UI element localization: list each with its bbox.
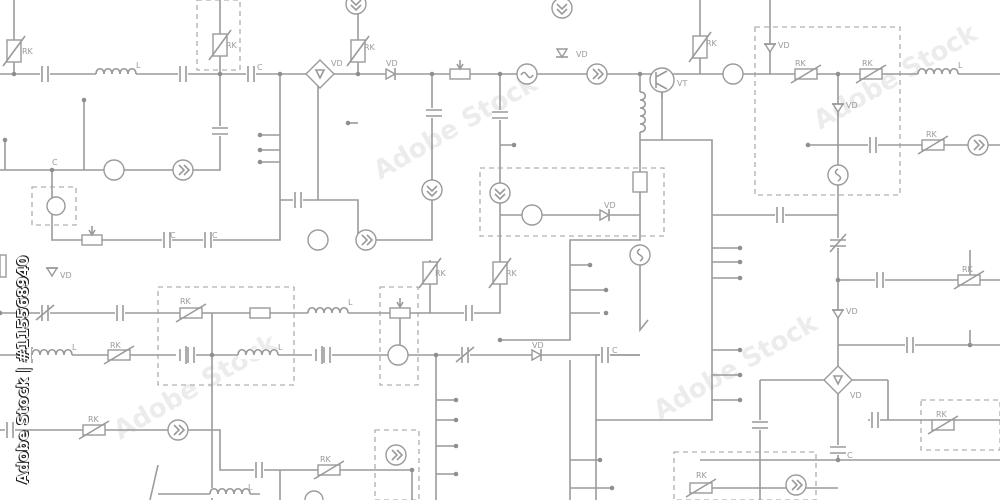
component-label-l: L <box>958 61 963 70</box>
component-label-vd: VD <box>576 50 588 59</box>
component-label-vt: VT <box>677 79 687 88</box>
component-label-vd: VD <box>846 101 858 110</box>
component-label-rk: RK <box>180 297 192 306</box>
component-label-vd: VD <box>331 59 343 68</box>
component-label-rk: RK <box>320 455 332 464</box>
transistor-symbol <box>649 67 675 98</box>
resistor-symbol <box>0 29 985 498</box>
stock-watermark: Adobe Stock | #115568940 <box>8 250 36 490</box>
component-label-l: L <box>136 61 141 70</box>
component-label-c: C <box>212 231 218 240</box>
source-circle-symbol <box>46 0 989 500</box>
component-label-rk: RK <box>862 59 874 68</box>
diode-bridge-symbol <box>305 59 853 395</box>
component-label-l: L <box>278 343 283 352</box>
component-label-rk: RK <box>926 130 938 139</box>
component-label-rk: RK <box>696 471 708 480</box>
component-label-l: L <box>248 483 253 492</box>
component-label-rk: RK <box>88 415 100 424</box>
component-label-l: L <box>348 298 353 307</box>
watermark-text: Adobe Stock | #115568940 <box>14 255 32 484</box>
component-label-rk: RK <box>435 269 447 278</box>
diode-symbol <box>45 43 845 362</box>
component-label-rk: RK <box>506 269 518 278</box>
svg-text:Adobe Stock: Adobe Stock <box>649 308 824 426</box>
capacitor-symbol <box>5 66 915 478</box>
component-label-rk: RK <box>364 43 376 52</box>
component-label-c: C <box>52 158 58 167</box>
component-label-rk: RK <box>110 341 122 350</box>
component-label-rk: RK <box>706 39 718 48</box>
variable-capacitor-symbol <box>35 233 847 363</box>
component-label-vd: VD <box>778 41 790 50</box>
svg-text:Adobe Stock: Adobe Stock <box>109 328 284 446</box>
component-label-vd: VD <box>60 271 72 280</box>
inductor-symbol <box>31 67 959 498</box>
component-label-vd: VD <box>386 59 398 68</box>
component-label-rk: RK <box>962 265 974 274</box>
component-label-rk: RK <box>795 59 807 68</box>
component-label-rk: RK <box>936 410 948 419</box>
component-label-rk: RK <box>226 41 238 50</box>
component-label-vd: VD <box>846 307 858 316</box>
junction-dots <box>0 71 973 491</box>
component-label-c: C <box>847 451 853 460</box>
component-labels: RK RK RK RK RK RK RK RK RK RK RK RK RK RK RK RK VD VD VD VD… <box>22 39 974 492</box>
battery-symbol <box>176 346 323 364</box>
component-label-c: C <box>612 346 618 355</box>
component-label-vd: VD <box>604 201 616 210</box>
component-label-c: C <box>170 231 176 240</box>
component-label-vd: VD <box>532 341 544 350</box>
dashed-blocks <box>31 0 1000 500</box>
component-label-vd: VD <box>850 391 862 400</box>
watermark-pattern: Adobe Stock Adobe Stock Adobe Stock Adob… <box>109 18 984 446</box>
component-label-rk: RK <box>22 47 34 56</box>
component-label-c: C <box>257 63 263 72</box>
component-label-l: L <box>72 343 77 352</box>
